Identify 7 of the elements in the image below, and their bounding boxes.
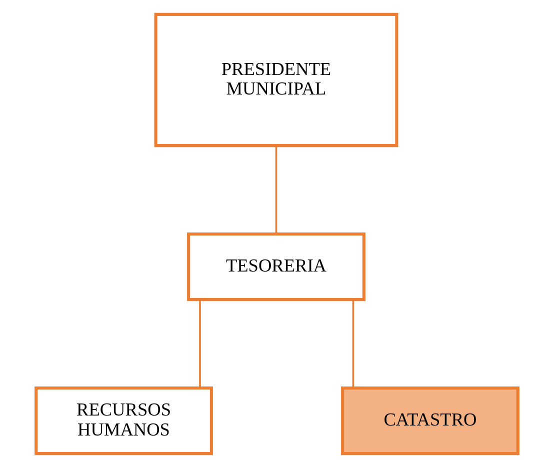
connector [199, 300, 201, 388]
node-box: CATASTRO [341, 386, 520, 456]
connector [275, 146, 278, 234]
node-box: RECURSOS HUMANOS [34, 386, 213, 456]
node-box: PRESIDENTE MUNICIPAL [154, 12, 398, 148]
connector [352, 300, 354, 388]
node-box: TESORERIA [187, 232, 366, 302]
